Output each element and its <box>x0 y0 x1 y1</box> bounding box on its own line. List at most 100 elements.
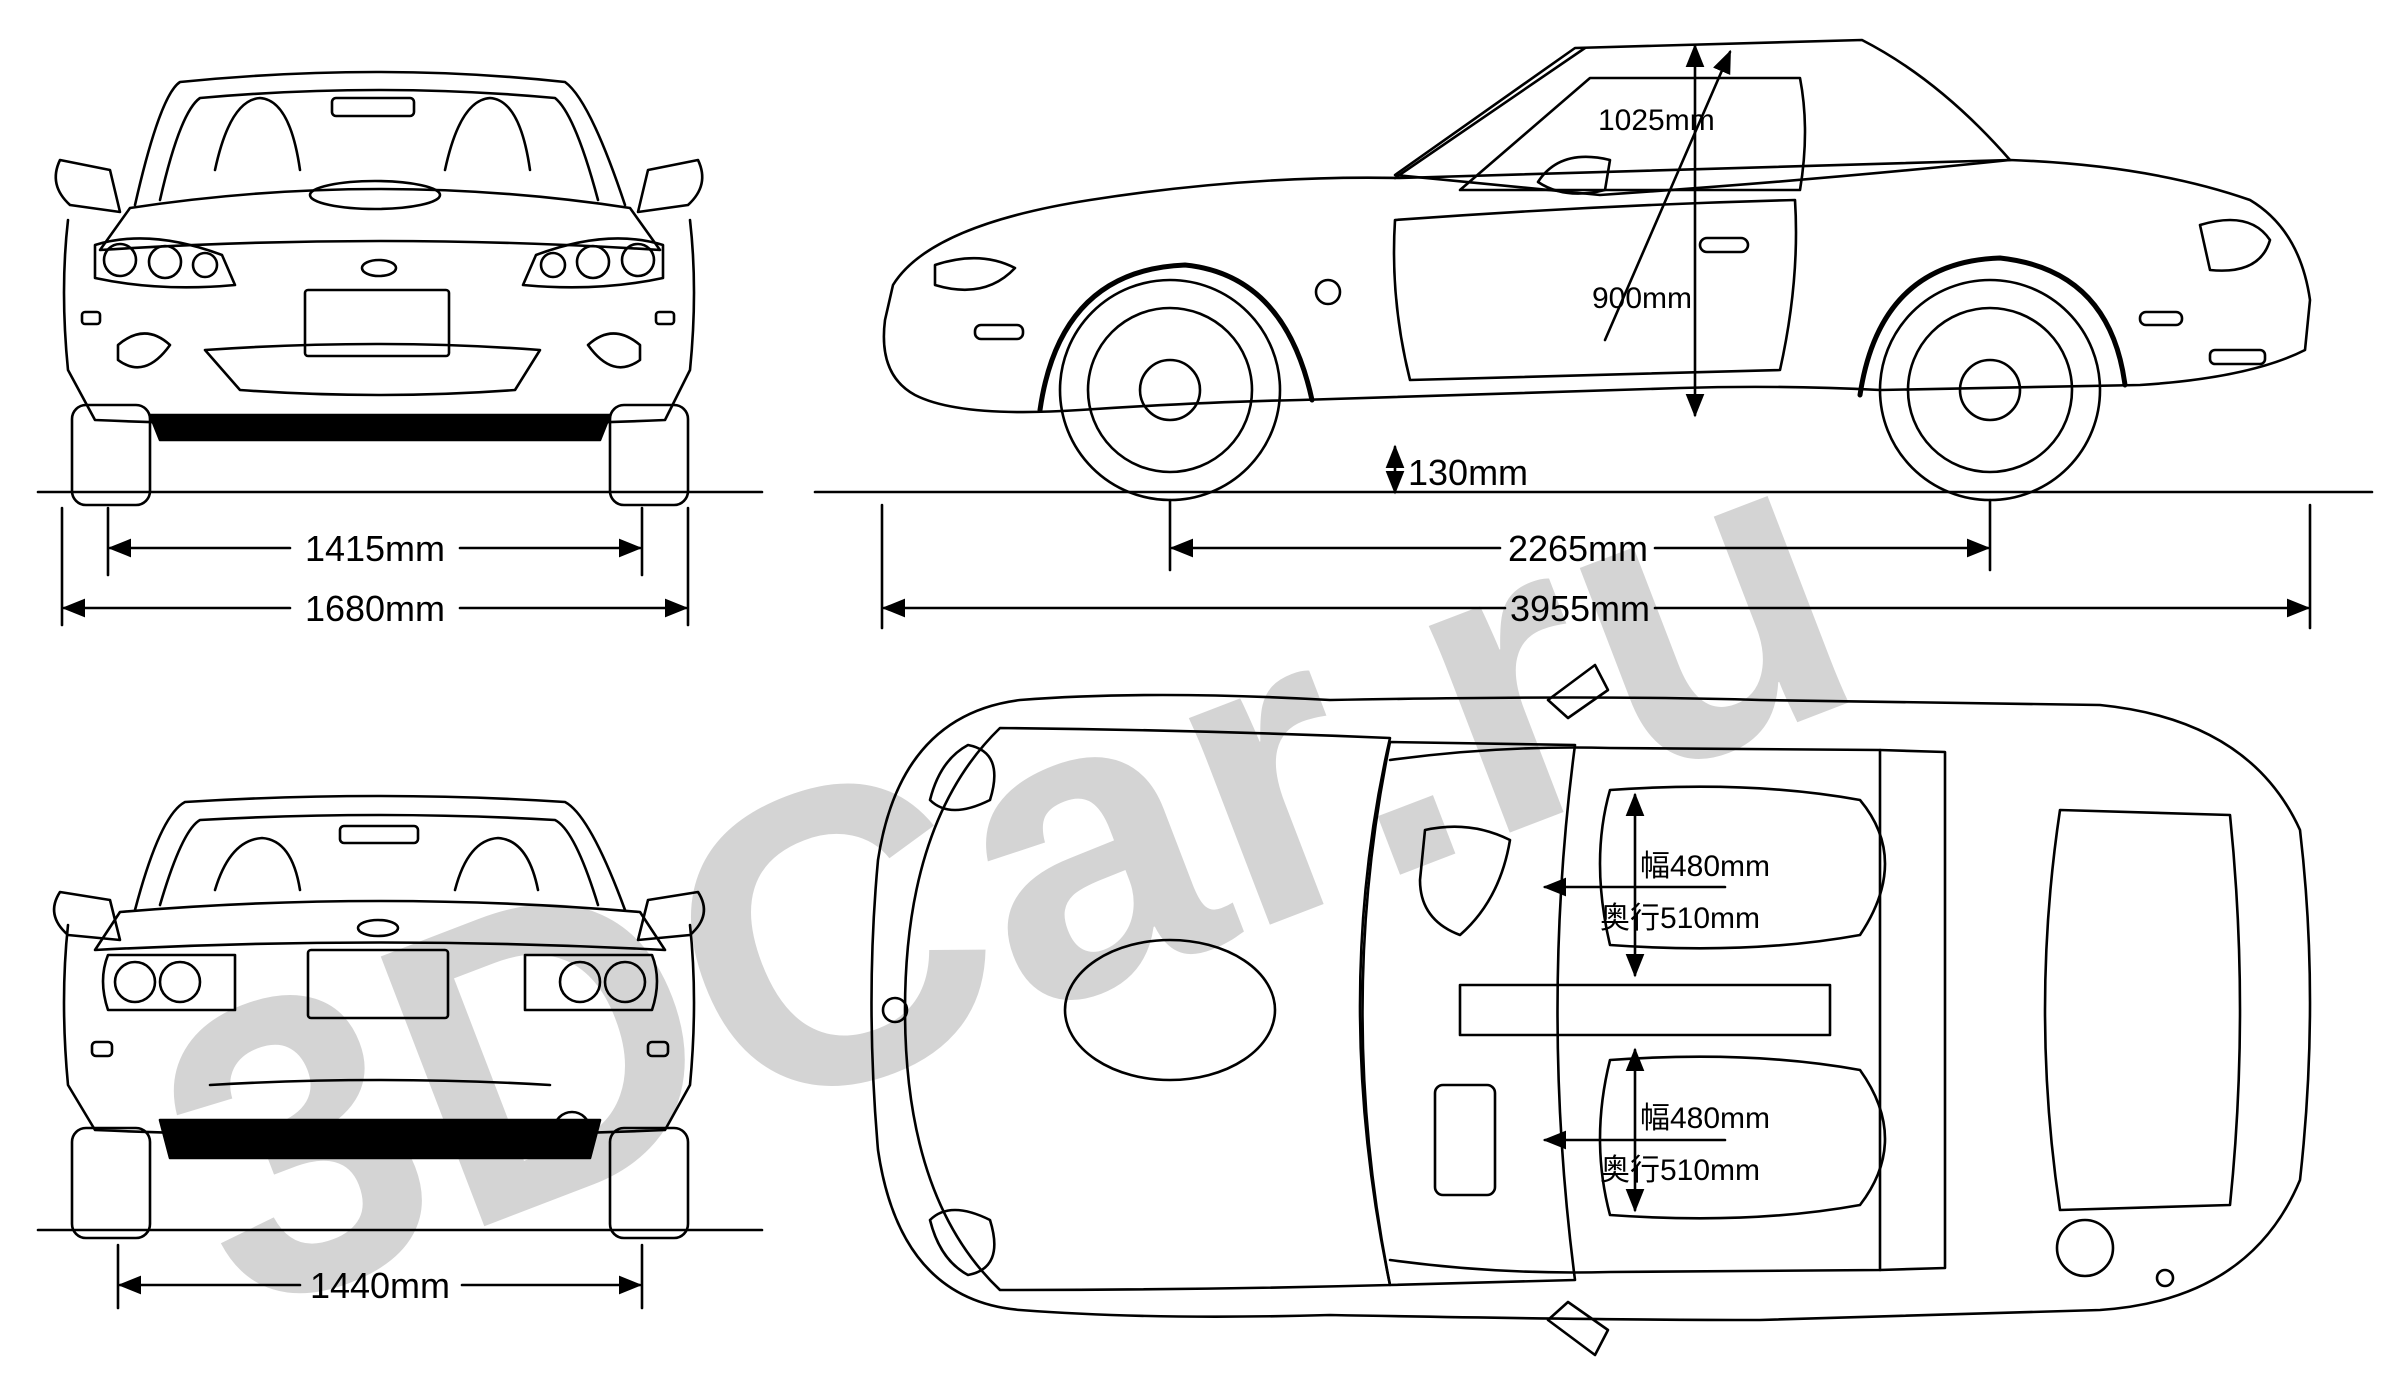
front-headlight-lens-r3 <box>539 251 567 279</box>
front-hood-bulge <box>308 179 442 211</box>
rear-tail-lens-l1 <box>113 960 157 1004</box>
side-door-diagonal <box>1603 49 1732 342</box>
front-seat-right <box>443 96 532 172</box>
side-rear-rim <box>1906 306 2074 474</box>
front-mirror-inner <box>330 96 416 118</box>
rear-exhaust <box>552 1110 592 1150</box>
rear-tire-left <box>70 1126 152 1240</box>
side-front-tire <box>1058 278 1282 502</box>
side-door-handle <box>1698 236 1750 254</box>
rear-reflector-left <box>90 1040 114 1058</box>
rear-mirror-inner <box>338 824 420 845</box>
watermark: 3DCar.ru <box>104 339 1907 1400</box>
side-windshield <box>1393 46 1587 180</box>
top-headlight-right <box>928 1208 996 1277</box>
top-front-badge <box>881 996 909 1024</box>
top-steering-wheel <box>1418 825 1512 937</box>
front-windshield-frame <box>133 70 627 207</box>
front-headlight-right <box>521 237 665 289</box>
side-wheelbase-label: 2265mm <box>1508 528 1648 569</box>
front-seat-left <box>213 96 302 172</box>
side-front-rim <box>1086 306 1254 474</box>
top-driver-seat <box>1598 785 1887 950</box>
side-rear-marker <box>2138 310 2184 327</box>
top-mirror-right <box>1546 1300 1610 1357</box>
front-turn-left <box>80 310 102 326</box>
top-passenger-seat <box>1598 1055 1887 1220</box>
front-width-label: 1680mm <box>305 588 445 629</box>
front-underbody <box>148 413 612 442</box>
front-headlight-lens-l1 <box>102 242 138 278</box>
side-fuel-flap <box>1314 278 1342 306</box>
front-license-plate <box>303 288 451 358</box>
front-track-label: 1415mm <box>305 528 445 569</box>
front-headlight-lens-l3 <box>191 251 219 279</box>
rear-tail-lens-l2 <box>158 960 202 1004</box>
top-roll-hoop <box>1878 748 1947 1272</box>
rear-taillight-right <box>523 953 659 1012</box>
side-rear-hub <box>1958 358 2022 422</box>
side-soft-top <box>1393 38 2012 197</box>
top-fuel-cap <box>2055 1218 2115 1278</box>
front-tire-right <box>608 403 690 507</box>
rear-reflector-right <box>646 1040 670 1058</box>
rear-tail-lens-r1 <box>603 960 647 1004</box>
side-door <box>1392 198 1798 382</box>
top-trunk-lid <box>2043 808 2242 1212</box>
side-door-height-label: 900mm <box>1592 282 1692 315</box>
top-driver-depth-label: 奥行510mm <box>1600 902 1760 935</box>
rear-track-label: 1440mm <box>310 1265 450 1306</box>
top-dimensions <box>1542 792 1727 1213</box>
side-front-arch <box>1037 262 1315 413</box>
side-clearance-label: 130mm <box>1408 452 1528 493</box>
top-view <box>870 663 2312 1357</box>
top-passenger-width-label: 幅480mm <box>1640 1102 1770 1135</box>
front-headlight-lens-r1 <box>620 242 656 278</box>
front-hood <box>98 187 662 252</box>
rear-mirror-right <box>636 890 706 942</box>
side-dimensions <box>880 43 2312 630</box>
side-front-hub <box>1138 358 1202 422</box>
rear-mirror-left <box>52 890 122 942</box>
side-roof-height-label: 1025mm <box>1598 104 1715 137</box>
rear-windshield-glass <box>158 813 600 907</box>
top-headlight-left <box>928 743 996 812</box>
side-headlight <box>933 256 1017 292</box>
side-front-marker <box>973 323 1025 341</box>
rear-deck <box>93 899 667 952</box>
top-cockpit <box>1388 746 1882 1274</box>
side-taillight <box>2198 218 2272 272</box>
top-windshield <box>1361 740 1577 1287</box>
top-body-outline <box>870 693 2312 1322</box>
front-dimensions <box>60 506 690 627</box>
top-passenger-depth-label: 奥行510mm <box>1600 1154 1760 1187</box>
rear-seat-right <box>453 836 540 892</box>
rear-diffuser <box>158 1118 602 1160</box>
side-exhaust <box>2208 348 2267 366</box>
front-windshield-glass <box>158 88 600 202</box>
front-fog-right <box>586 332 642 369</box>
front-tire-left <box>70 403 152 507</box>
rear-dimensions <box>116 1243 644 1310</box>
side-window <box>1458 76 1807 192</box>
top-mirror-left <box>1546 663 1610 720</box>
top-hood-outline <box>903 726 1392 1292</box>
front-view <box>36 70 764 507</box>
side-rear-arch <box>1857 255 2128 398</box>
front-headlight-left <box>93 237 237 289</box>
front-turn-right <box>654 310 676 326</box>
rear-seat-left <box>213 836 302 892</box>
rear-badge <box>356 918 400 938</box>
rear-license-plate <box>306 948 450 1020</box>
dimension-labels: 1415mm 1680mm 1025mm 900mm 130mm 2265mm … <box>305 104 1770 1306</box>
top-antenna-base <box>2155 1268 2175 1288</box>
front-grille <box>203 342 542 397</box>
rear-tire-right <box>608 1126 690 1240</box>
front-badge <box>360 258 398 278</box>
front-mirror-left <box>54 158 122 214</box>
side-mirror <box>1536 155 1612 195</box>
rear-bumper-line <box>208 1078 552 1087</box>
rear-view <box>36 794 764 1240</box>
front-headlight-lens-r2 <box>575 244 611 280</box>
